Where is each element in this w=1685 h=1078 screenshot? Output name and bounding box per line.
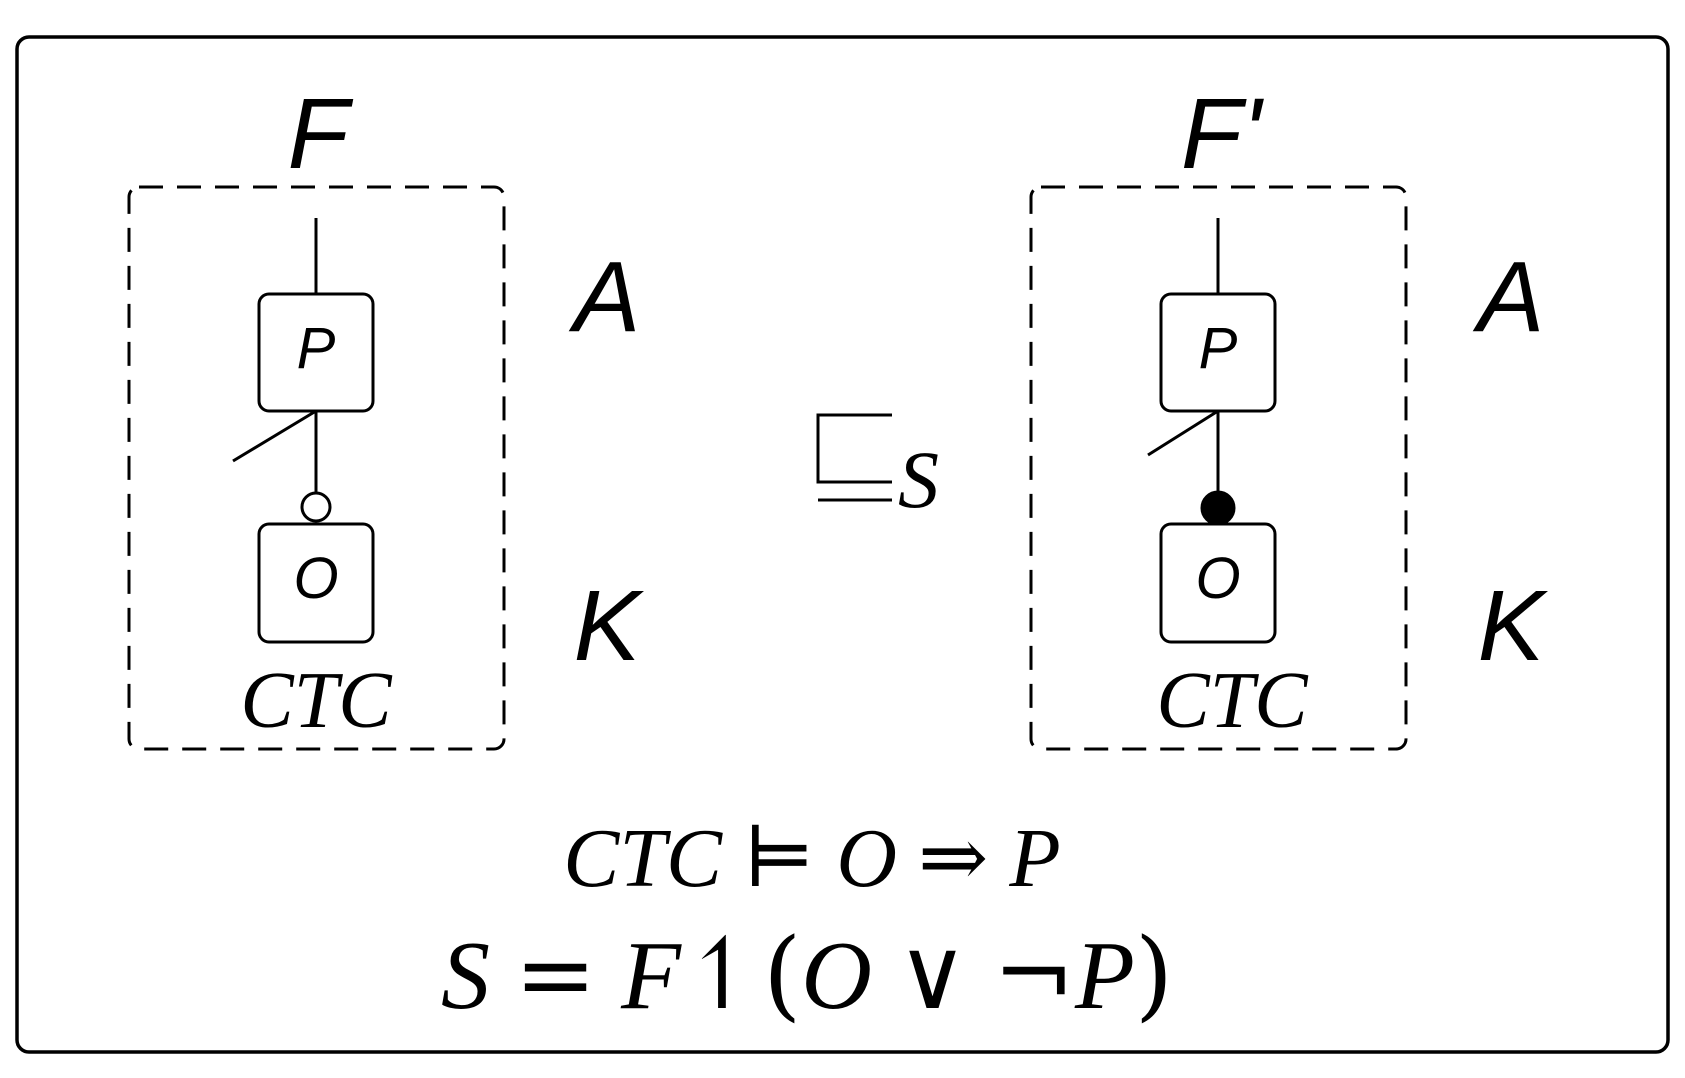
left-row-label-a: A [569, 241, 641, 353]
formula2-eq: = [514, 918, 596, 1032]
right-mandatory-marker [1200, 490, 1236, 526]
right-model-boundary [1029, 185, 1408, 751]
formula2-open: ( [763, 918, 801, 1032]
left-group-arc [232, 409, 317, 463]
left-ctc-label: CTC [240, 657, 393, 745]
left-feature-p-label: P [297, 316, 336, 381]
formula-line-1: CTC ⊨ O ⇒ P [563, 808, 1060, 906]
right-row-label-k: K [1478, 570, 1549, 682]
formula1-premise: O [836, 812, 897, 905]
formula2-restrict: ↿ [681, 918, 763, 1032]
formula2-model: F [620, 922, 682, 1030]
right-group-arc [1147, 409, 1219, 457]
formula2-lhs: S [441, 922, 490, 1030]
left-row-label-k: K [574, 570, 645, 682]
formula2-a: O [801, 922, 872, 1030]
right-feature-o-label: O [1195, 546, 1240, 611]
formula-line-2: S = F↿(O ∨ ¬P) [441, 918, 1173, 1032]
relation-subscript: S [898, 434, 939, 525]
left-feature-model: F P O CTC [127, 78, 506, 751]
right-model-title: F' [1181, 78, 1264, 190]
right-feature-o-box [1159, 522, 1277, 644]
formula1-conclusion: P [1008, 812, 1060, 905]
left-model-title: F [287, 78, 353, 190]
refinement-relation: S [816, 413, 939, 525]
left-feature-o-box [257, 522, 375, 644]
right-ctc-label: CTC [1156, 657, 1309, 745]
formula1-lhs: CTC [563, 812, 723, 905]
left-model-boundary [127, 185, 506, 751]
formula2-b: P [1074, 922, 1135, 1030]
outer-frame [15, 35, 1670, 1054]
formula2-not: ¬ [993, 918, 1075, 1032]
left-feature-o-label: O [293, 546, 338, 611]
right-row-label-a: A [1473, 241, 1545, 353]
formula1-entails: ⊨ [743, 808, 815, 906]
right-feature-model: F' P O CTC [1029, 78, 1408, 751]
formula2-close: ) [1135, 918, 1173, 1032]
sqsubseteq-symbol [816, 413, 892, 502]
left-optional-marker [300, 491, 332, 523]
formula2-or: ∨ [897, 918, 969, 1032]
formula1-implies: ⇒ [918, 808, 988, 906]
right-feature-p-label: P [1199, 316, 1238, 381]
